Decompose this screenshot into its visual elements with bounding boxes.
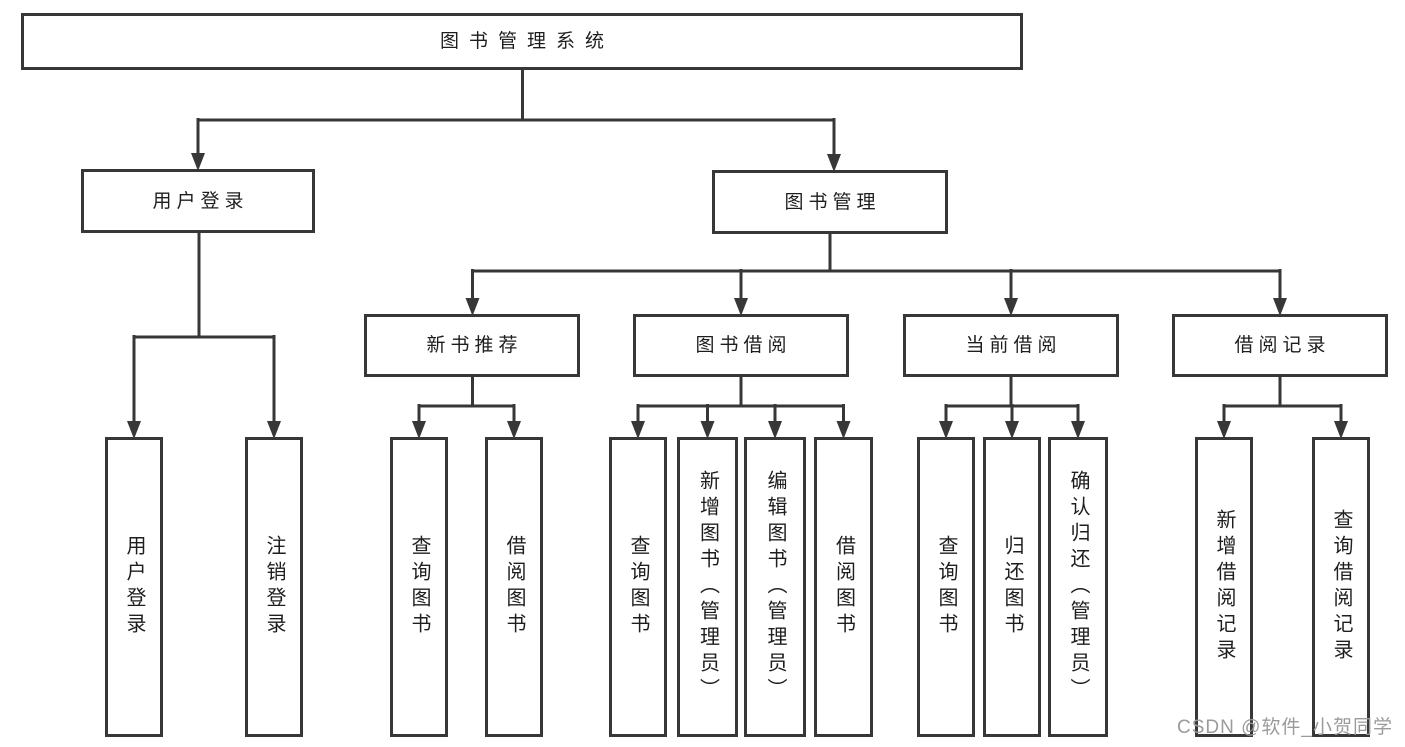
leaf-current-query-book-label: 查询图书 [935, 535, 957, 639]
node-current-borrow: 当前借阅 [903, 314, 1119, 377]
connector-borrow-record-bus [1222, 377, 1343, 426]
node-root-library-system: 图书管理系统 [21, 13, 1023, 70]
node-book-management: 图书管理 [712, 170, 948, 234]
connector-current-borrow-bus [944, 377, 1080, 426]
leaf-borrow-add-book-admin-label: 新增图书（管理员） [696, 470, 719, 704]
node-current-borrow-label: 当前借阅 [965, 335, 1062, 356]
connector-new-book-bus [417, 377, 516, 426]
node-new-book-recommend: 新书推荐 [364, 314, 580, 377]
leaf-borrow-borrow-book: 借阅图书 [814, 437, 873, 737]
connector-root-bus [196, 69, 836, 159]
node-new-book-recommend-label: 新书推荐 [426, 335, 523, 356]
leaf-current-confirm-return-admin-label: 确认归还（管理员） [1067, 470, 1089, 704]
leaf-borrow-borrow-book-label: 借阅图书 [832, 535, 855, 639]
leaf-newbook-query-book: 查询图书 [390, 437, 448, 737]
leaf-record-add-record: 新增借阅记录 [1195, 437, 1253, 737]
leaf-record-query-record-label: 查询借阅记录 [1330, 509, 1352, 665]
leaf-user-login-action-label: 用户登录 [123, 535, 145, 639]
leaf-current-return-book-label: 归还图书 [1001, 535, 1023, 639]
node-book-management-label: 图书管理 [784, 191, 881, 213]
node-user-login-label: 用户登录 [152, 190, 249, 212]
node-user-login: 用户登录 [81, 169, 315, 233]
leaf-current-query-book: 查询图书 [917, 437, 975, 737]
connector-user-login-bus [132, 232, 276, 426]
leaf-newbook-borrow-book: 借阅图书 [485, 437, 543, 737]
leaf-record-add-record-label: 新增借阅记录 [1213, 509, 1235, 665]
node-book-borrow-label: 图书借阅 [695, 335, 792, 356]
leaf-borrow-edit-book-admin: 编辑图书（管理员） [744, 437, 806, 737]
leaf-newbook-borrow-book-label: 借阅图书 [503, 535, 525, 639]
node-borrow-record-label: 借阅记录 [1234, 335, 1331, 356]
connector-book-mgmt-bus [471, 234, 1282, 303]
leaf-current-confirm-return-admin: 确认归还（管理员） [1048, 437, 1108, 737]
leaf-logout: 注销登录 [245, 437, 303, 737]
leaf-current-return-book: 归还图书 [983, 437, 1041, 737]
leaf-borrow-add-book-admin: 新增图书（管理员） [677, 437, 738, 737]
leaf-newbook-query-book-label: 查询图书 [408, 535, 430, 639]
leaf-borrow-query-book-label: 查询图书 [627, 535, 649, 639]
node-book-borrow: 图书借阅 [633, 314, 849, 377]
csdn-watermark: CSDN @软件_小贺同学 [1177, 717, 1393, 738]
leaf-user-login-action: 用户登录 [105, 437, 163, 737]
leaf-record-query-record: 查询借阅记录 [1312, 437, 1370, 737]
leaf-borrow-query-book: 查询图书 [609, 437, 667, 737]
connector-book-borrow-bus [636, 377, 845, 426]
node-borrow-record: 借阅记录 [1172, 314, 1388, 377]
node-root-label: 图书管理系统 [439, 31, 614, 52]
leaf-borrow-edit-book-admin-label: 编辑图书（管理员） [764, 470, 786, 704]
leaf-logout-label: 注销登录 [263, 535, 285, 639]
